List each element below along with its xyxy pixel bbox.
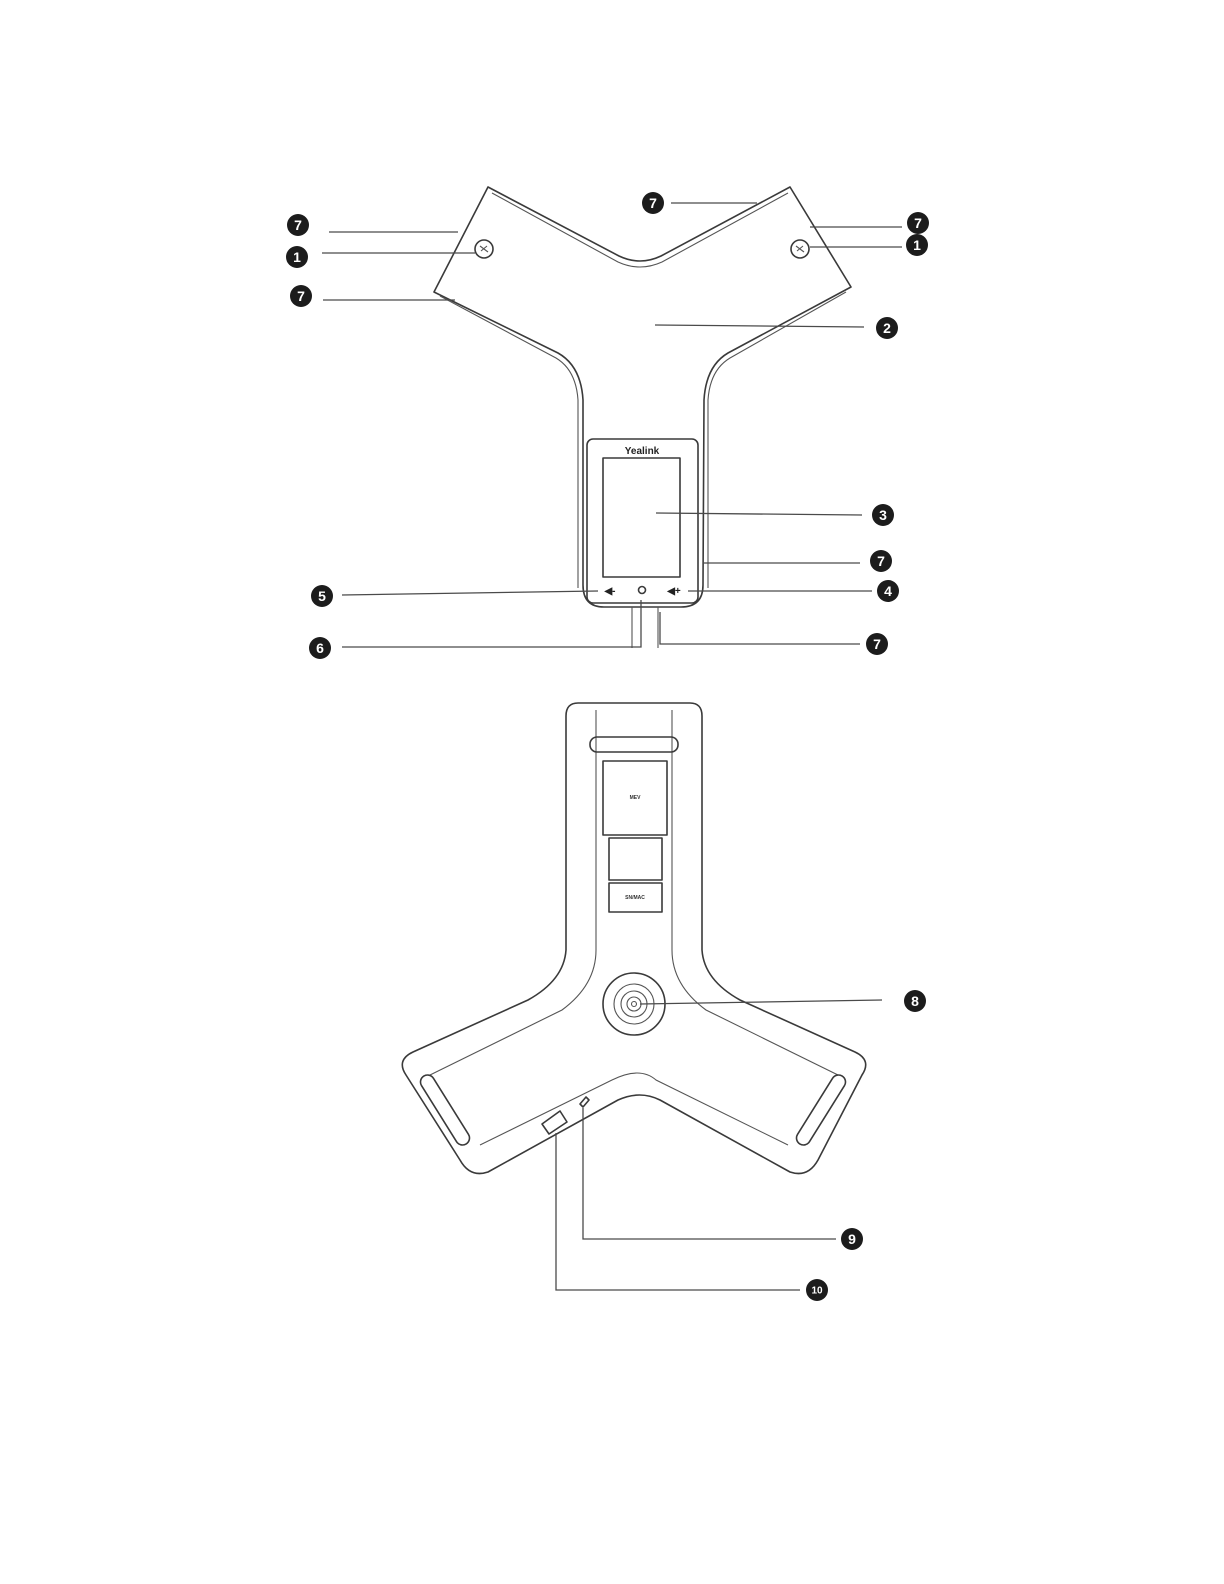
volume-up-key[interactable]: ◀+ [666, 586, 681, 597]
home-key[interactable] [639, 587, 646, 594]
callout-number: 8 [911, 993, 919, 1009]
callout-number: 2 [883, 320, 891, 336]
callout-badge-5: 5 [311, 585, 333, 607]
mute-key-right[interactable] [791, 240, 809, 258]
leader-lines [322, 203, 902, 1290]
callout-number: 4 [884, 583, 892, 599]
callout-number: 5 [318, 588, 326, 604]
mute-key-left[interactable] [475, 240, 493, 258]
callout-badge-6: 6 [309, 637, 331, 659]
label-sticker-top-text: MEV [630, 795, 642, 801]
callout-number: 7 [649, 195, 657, 211]
brand-logo: Yealink [625, 446, 660, 457]
callout-badge-10: 10 [806, 1279, 828, 1301]
callout-number: 7 [294, 217, 302, 233]
callout-badge-9: 9 [841, 1228, 863, 1250]
cable [632, 607, 658, 648]
mute-microphone-icon [796, 246, 804, 252]
bottom-body-inner-edge [430, 710, 838, 1145]
touch-screen[interactable] [603, 458, 680, 577]
callout-badge-7: 7 [290, 285, 312, 307]
label-sticker-middle [609, 838, 662, 880]
rubber-foot-right [794, 1072, 848, 1147]
callout-badge-8: 8 [904, 990, 926, 1012]
mute-microphone-icon [480, 246, 488, 252]
security-slot[interactable] [580, 1097, 589, 1107]
callout-number: 10 [811, 1286, 823, 1297]
top-body-inner-edge [440, 193, 846, 588]
callout-number: 7 [297, 288, 305, 304]
bottom-body-outline [402, 703, 865, 1174]
callout-number: 1 [293, 249, 301, 265]
top-view: Yealink ◀- ◀+ [434, 187, 851, 648]
top-body-outline [434, 187, 851, 607]
callout-badge-1: 1 [906, 234, 928, 256]
bottom-view: MEV SN/MAC [402, 703, 865, 1174]
callout-number: 3 [879, 507, 887, 523]
callout-badge-2: 2 [876, 317, 898, 339]
callout-number: 1 [913, 237, 921, 253]
callout-badge-7: 7 [870, 550, 892, 572]
callout-number: 6 [316, 640, 324, 656]
callout-badge-4: 4 [877, 580, 899, 602]
rubber-foot-top [590, 737, 678, 752]
callout-number: 7 [877, 553, 885, 569]
callout-badge-1: 1 [286, 246, 308, 268]
volume-down-key[interactable]: ◀- [603, 586, 615, 597]
callout-badge-7: 7 [287, 214, 309, 236]
callout-badge-3: 3 [872, 504, 894, 526]
callout-badge-7: 7 [907, 212, 929, 234]
label-sticker-bottom-text: SN/MAC [625, 895, 645, 901]
callout-number: 7 [914, 215, 922, 231]
callout-badge-7: 7 [866, 633, 888, 655]
callout-number: 9 [848, 1231, 856, 1247]
callout-number: 7 [873, 636, 881, 652]
callout-badge-7: 7 [642, 192, 664, 214]
